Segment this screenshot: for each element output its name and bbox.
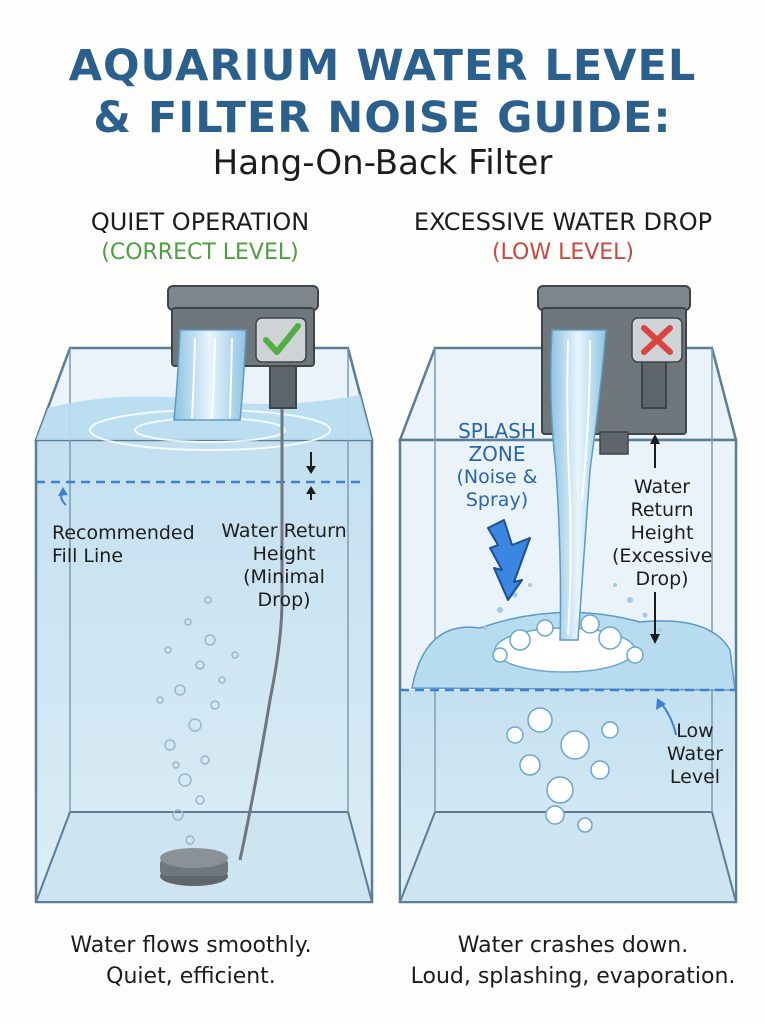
right-panel-heading: EXCESSIVE WATER DROP: [413, 208, 713, 236]
title-line-1: AQUARIUM WATER LEVEL: [68, 41, 697, 91]
splash-foam: [492, 614, 644, 833]
left-return-height-label: Water Return Height (Minimal Drop): [221, 520, 347, 611]
splash-droplets: [483, 583, 662, 632]
right-panel-status: (LOW LEVEL): [491, 240, 635, 265]
splash-zone-note: (Noise & Spray): [456, 466, 538, 511]
left-panel-status: (CORRECT LEVEL): [101, 240, 299, 265]
left-caption: Water flows smoothly. Quiet, efficient.: [70, 933, 312, 989]
low-water-level-label: Low Water Level: [666, 720, 724, 788]
right-caption: Water crashes down. Loud, splashing, eva…: [410, 933, 736, 989]
subtitle: Hang-On-Back Filter: [212, 143, 553, 183]
check-icon: [263, 323, 301, 355]
left-tank: [34, 285, 374, 904]
noise-bolt-icon: [487, 519, 531, 601]
left-hob-filter: [167, 285, 319, 421]
air-bubbles: [156, 596, 239, 845]
left-panel-heading: QUIET OPERATION: [90, 208, 310, 236]
right-falling-stream: [549, 329, 607, 641]
right-tank-floor: [398, 811, 738, 903]
left-smooth-stream: [173, 329, 247, 421]
x-icon: [641, 325, 673, 355]
splash-zone-label: SPLASH ZONE: [458, 419, 536, 466]
fill-line-label: Recommended Fill Line: [52, 522, 195, 567]
air-tube: [238, 405, 284, 861]
right-tank: [398, 285, 738, 904]
right-return-height-label: Water Return Height (Excessive Drop): [612, 476, 713, 590]
right-hob-filter: [537, 285, 691, 641]
title-line-2: & FILTER NOISE GUIDE:: [93, 93, 672, 143]
